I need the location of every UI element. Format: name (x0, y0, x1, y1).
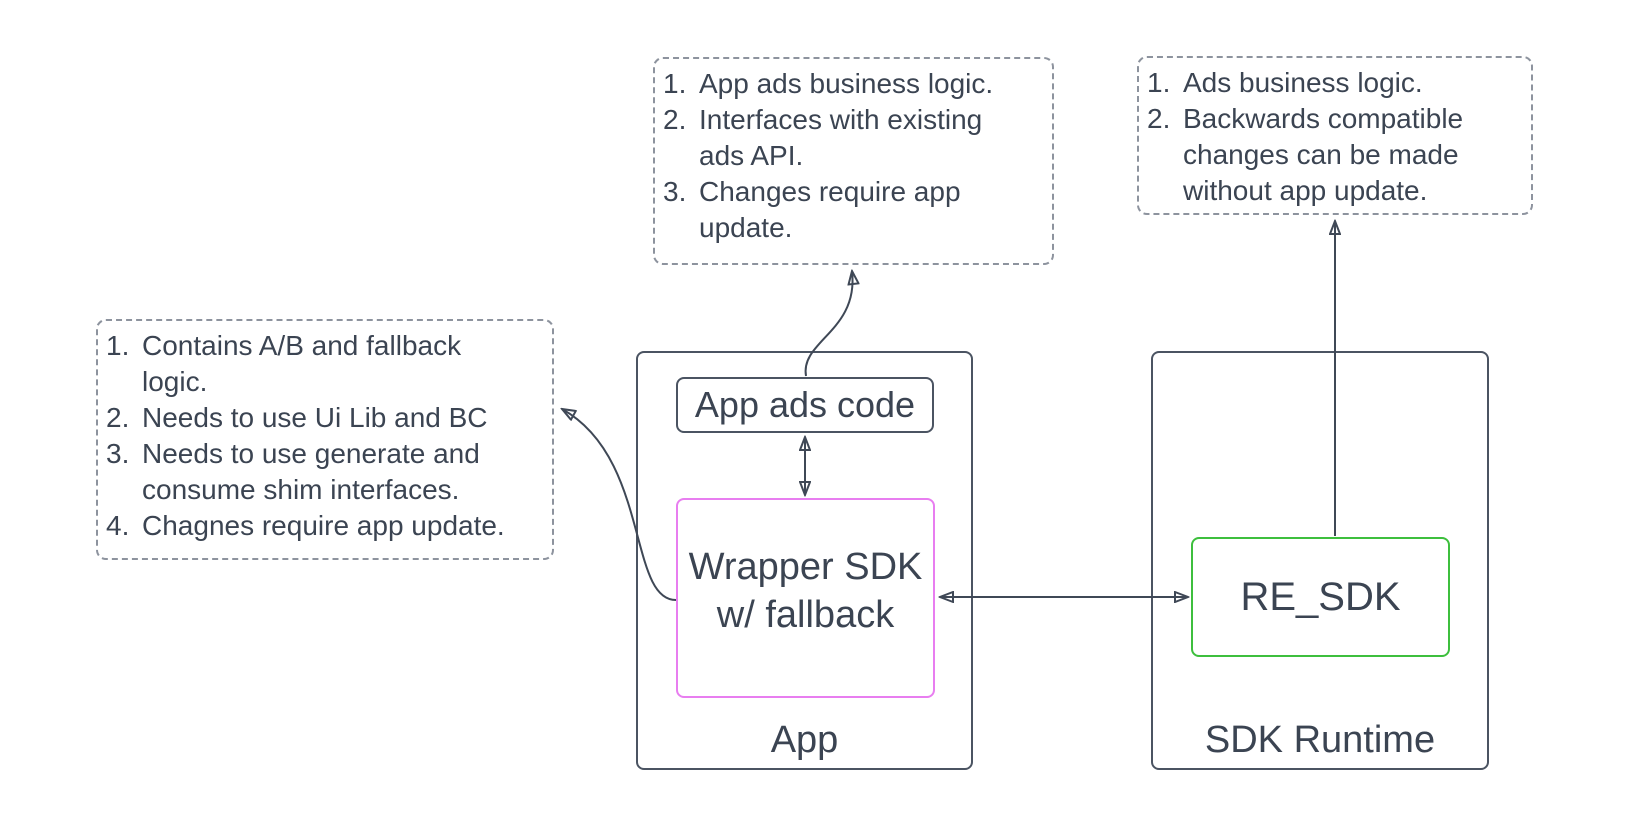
re-sdk-label: RE_SDK (1240, 574, 1401, 619)
note-item: 2. Interfaces with existing ads API. (663, 102, 1044, 174)
note-wrapper-sdk: 1. Contains A/B and fallback logic. 2. N… (96, 319, 554, 560)
note-item: 3. Changes require app update. (663, 174, 1044, 246)
sdk-runtime-container-label: SDK Runtime (1204, 719, 1436, 761)
app-ads-code-label: App ads code (694, 384, 916, 425)
note-text: Backwards compatible changes can be made… (1183, 103, 1464, 206)
sdk-runtime-container-box: SDK Runtime (1151, 351, 1489, 770)
note-app-ads-code: 1. App ads business logic. 2. Interfaces… (653, 57, 1054, 265)
note-item: 4. Chagnes require app update. (106, 508, 544, 544)
note-item: 2. Backwards compatible changes can be m… (1147, 101, 1523, 209)
app-container-label: App (770, 719, 839, 761)
list-number: 3. (663, 176, 687, 207)
app-ads-code-node: App ads code (676, 377, 934, 433)
note-item: 1. App ads business logic. (663, 66, 1044, 102)
list-number: 3. (106, 438, 130, 469)
wrapper-sdk-node: Wrapper SDK w/ fallback (676, 498, 935, 698)
note-item: 2. Needs to use Ui Lib and BC (106, 400, 544, 436)
note-re-sdk: 1. Ads business logic. 2. Backwards comp… (1137, 56, 1533, 215)
note-text: Interfaces with existing ads API. (699, 104, 983, 171)
note-item: 3. Needs to use generate and consume shi… (106, 436, 544, 508)
list-number: 2. (106, 402, 130, 433)
note-text: App ads business logic. (699, 68, 994, 99)
note-item: 1. Contains A/B and fallback logic. (106, 328, 544, 400)
note-text: Needs to use Ui Lib and BC (142, 402, 488, 433)
list-number: 2. (1147, 103, 1171, 134)
note-text: Chagnes require app update. (142, 510, 505, 541)
list-number: 1. (1147, 67, 1171, 98)
note-text: Contains A/B and fallback logic. (142, 330, 462, 397)
wrapper-sdk-label: Wrapper SDK w/ fallback (688, 546, 923, 636)
note-item: 1. Ads business logic. (1147, 65, 1523, 101)
re-sdk-node: RE_SDK (1191, 537, 1450, 657)
note-text: Needs to use generate and consume shim i… (142, 438, 480, 505)
list-number: 2. (663, 104, 687, 135)
list-number: 1. (106, 330, 130, 361)
list-number: 1. (663, 68, 687, 99)
note-text: Ads business logic. (1183, 67, 1423, 98)
list-number: 4. (106, 510, 130, 541)
note-text: Changes require app update. (699, 176, 961, 243)
